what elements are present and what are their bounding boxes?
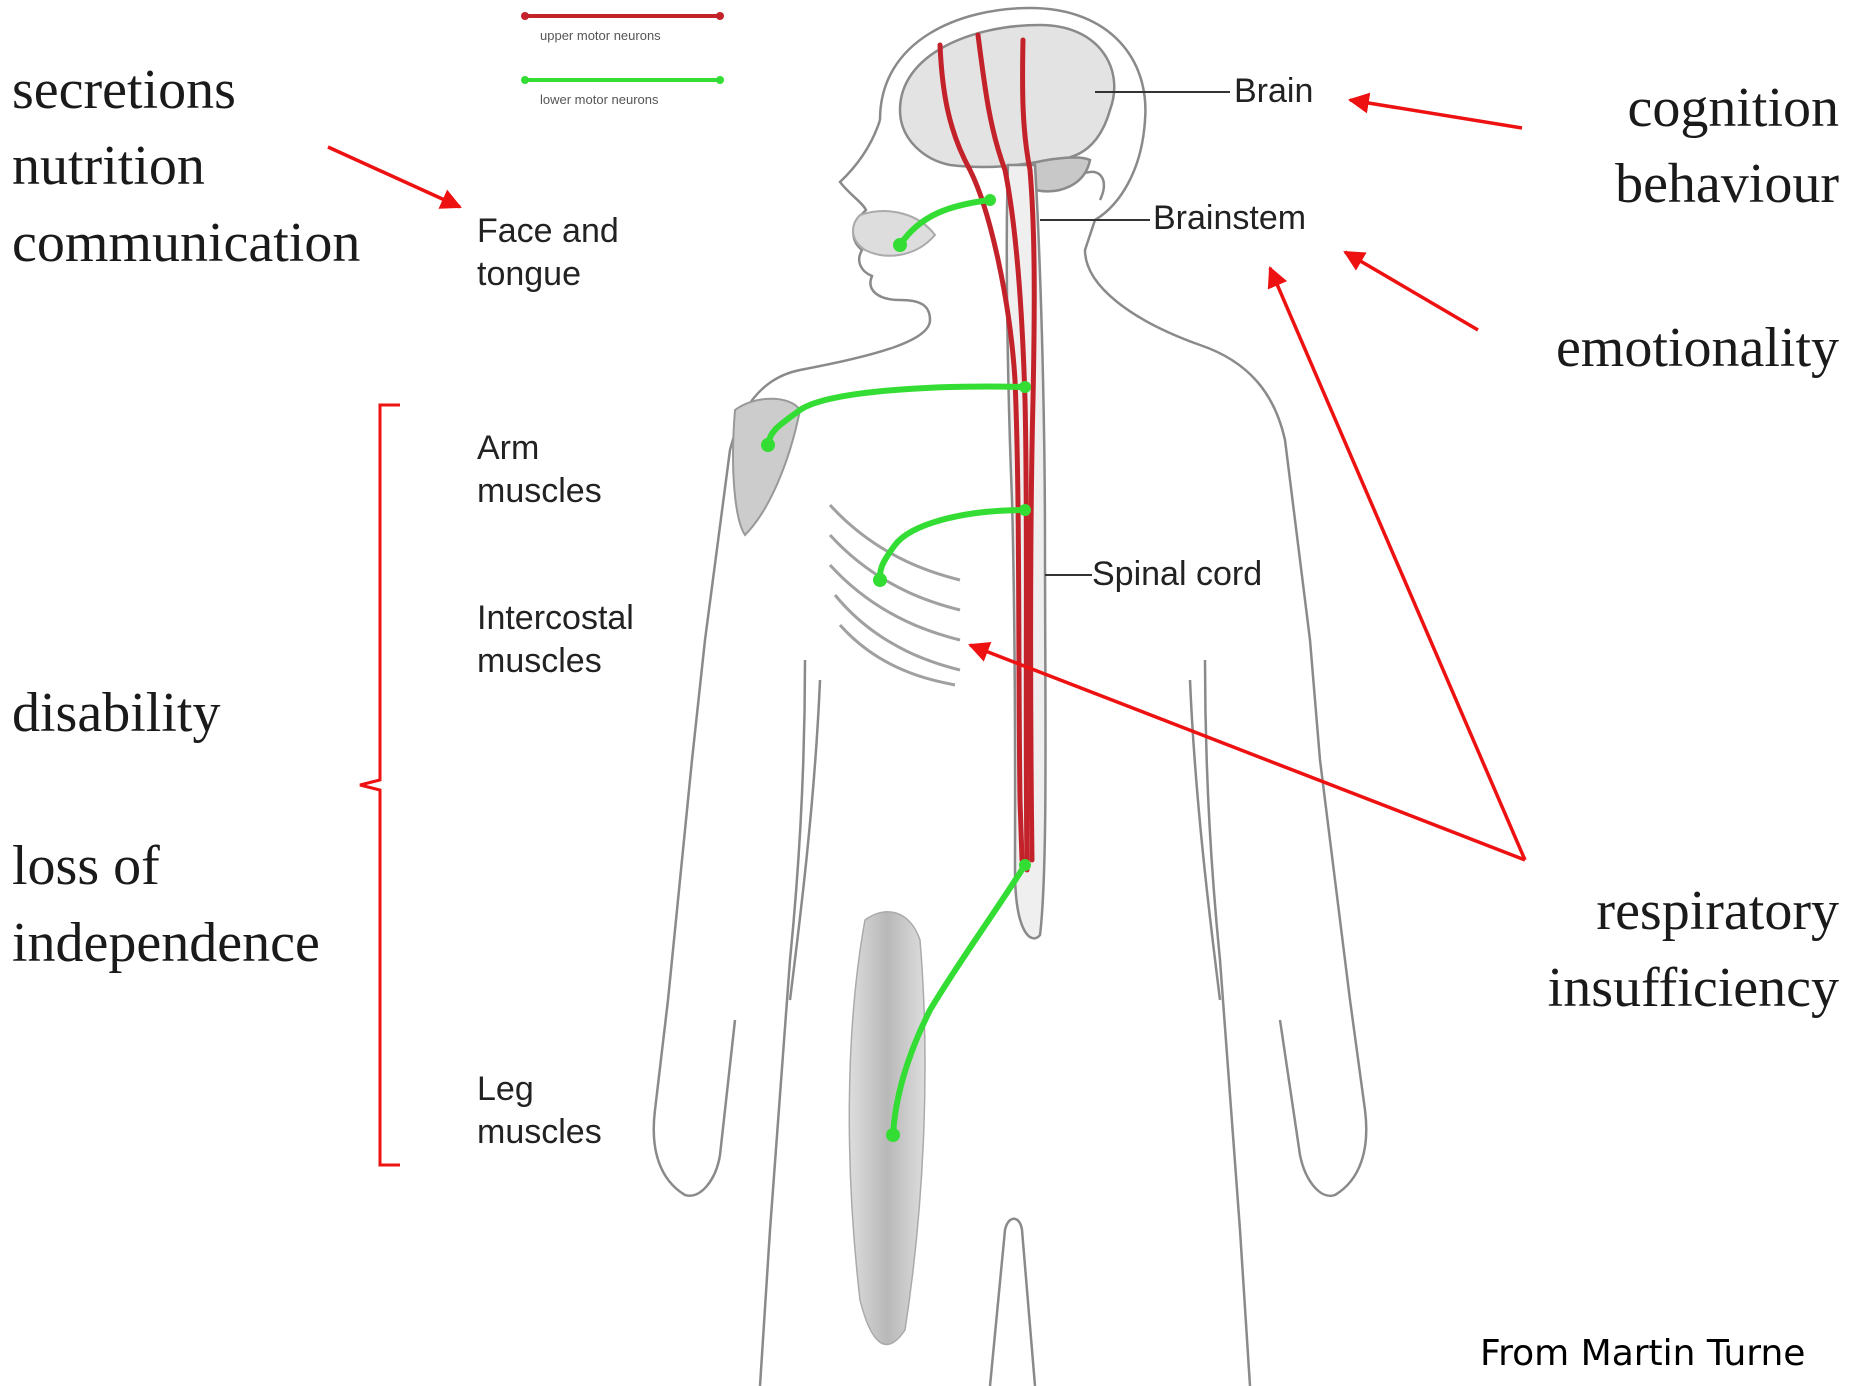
arm-neuron — [768, 387, 1025, 445]
annotation-communication: communication — [12, 205, 360, 281]
leg-label-line2: muscles — [477, 1111, 602, 1153]
annotation-disability: disability — [12, 675, 220, 751]
arrow-to-brain — [1350, 100, 1522, 128]
annotation-nutrition: nutrition — [12, 128, 205, 204]
legend: upper motor neurons lower motor neurons — [521, 12, 724, 107]
leg-label-line1: Leg — [477, 1068, 534, 1110]
legend-lower-label: lower motor neurons — [540, 92, 659, 107]
arrow-to-brainstem — [1345, 252, 1478, 330]
annotation-cognition: cognition — [1627, 70, 1839, 146]
arm-label-line1: Arm — [477, 427, 539, 469]
disability-bracket — [360, 405, 400, 1165]
intercostal-neuron — [880, 510, 1025, 580]
arm-label-line2: muscles — [477, 470, 602, 512]
brain-label: Brain — [1234, 70, 1313, 112]
arrow-to-intercostal — [970, 645, 1525, 860]
face-label-line2: tongue — [477, 253, 581, 295]
face-muscle — [853, 211, 935, 256]
annotation-behaviour: behaviour — [1615, 146, 1839, 222]
legend-upper-label: upper motor neurons — [540, 28, 661, 43]
muscles — [733, 211, 960, 1344]
arrow-to-face — [328, 147, 460, 207]
arrow-to-brainstem-from-respiratory — [1270, 268, 1525, 860]
leg-muscle — [849, 912, 925, 1345]
annotation-insufficiency: insufficiency — [1548, 950, 1839, 1026]
annotation-independence: independence — [12, 905, 320, 981]
annotation-secretions: secretions — [12, 52, 236, 128]
annotation-emotionality: emotionality — [1556, 310, 1839, 386]
annotation-loss-of: loss of — [12, 828, 160, 904]
source-credit: From Martin Turne — [1480, 1333, 1805, 1374]
brainstem-label: Brainstem — [1153, 197, 1306, 239]
annotation-respiratory: respiratory — [1596, 873, 1839, 949]
intercostal-label-line2: muscles — [477, 640, 602, 682]
intercostal-muscle — [830, 505, 960, 685]
intercostal-label-line1: Intercostal — [477, 597, 634, 639]
face-label-line1: Face and — [477, 210, 619, 252]
spinal-cord-label: Spinal cord — [1092, 553, 1262, 595]
